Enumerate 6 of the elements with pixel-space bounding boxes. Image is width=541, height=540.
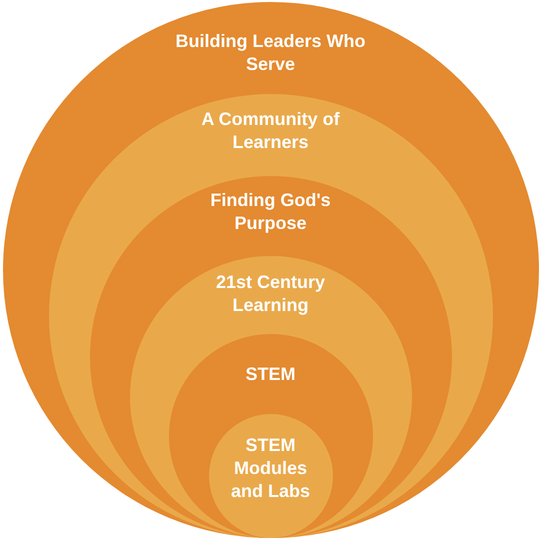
layer-label: Building Leaders Who Serve [176,30,366,76]
layer-label: STEM [244,363,296,386]
layer-label: A Community of Learners [200,108,341,154]
layer-label: Finding God's Purpose [209,189,332,235]
layer-label: 21st Century Learning [214,271,326,317]
layer-label: STEM Modules and Labs [230,434,310,503]
